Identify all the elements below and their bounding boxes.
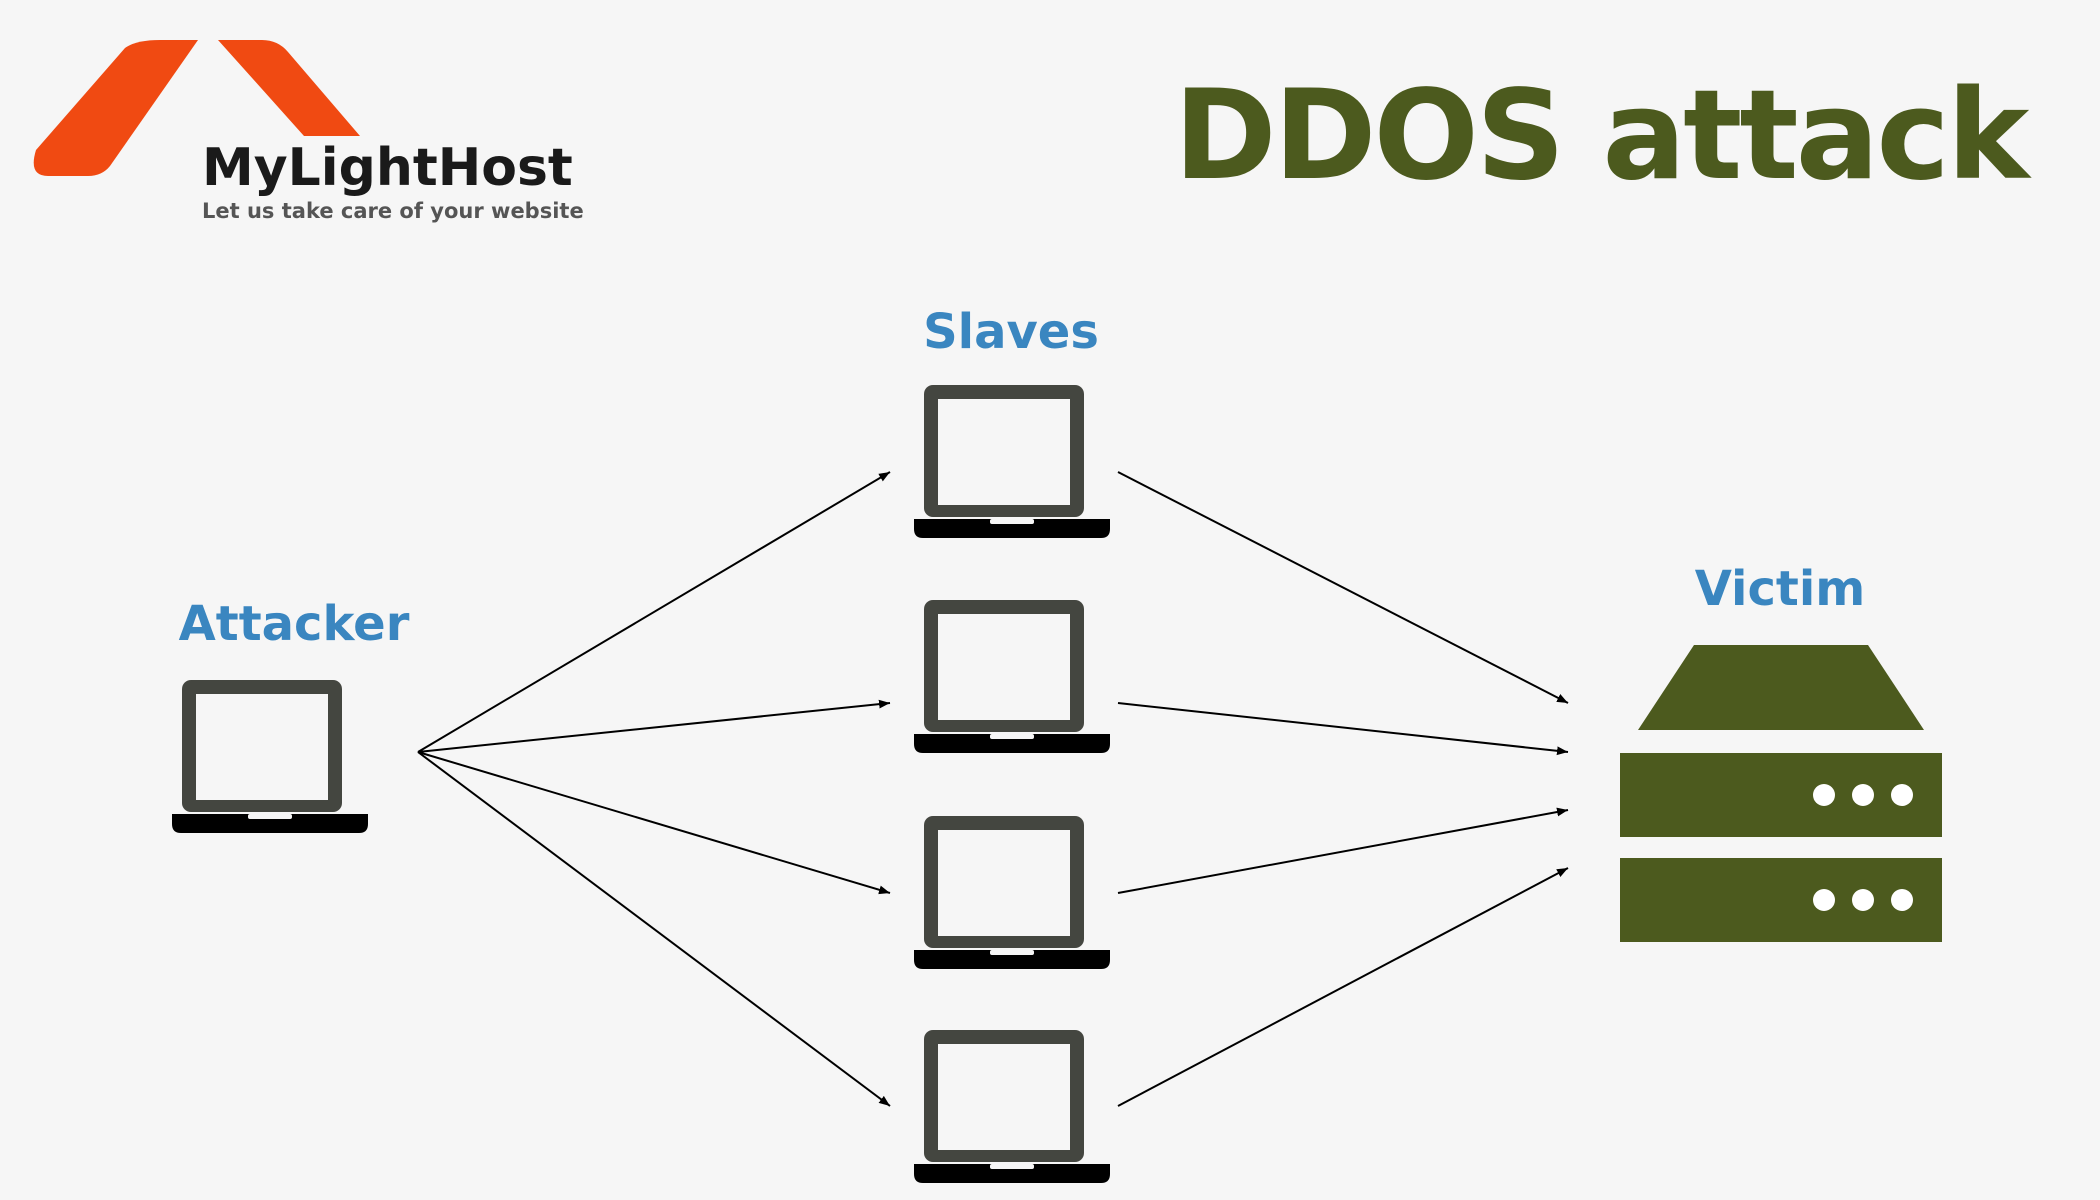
victim-node: Victim — [1620, 561, 1942, 942]
logo-tagline: Let us take care of your website — [202, 199, 584, 223]
attacker-node: Attacker — [172, 596, 410, 833]
edge-slave-4-victim — [1117, 867, 1569, 1107]
edge-slave-3-victim — [1117, 807, 1569, 894]
laptop-icon — [914, 816, 1110, 969]
logo-brand: MyLightHost — [202, 138, 573, 198]
edges — [417, 471, 1569, 1107]
slaves-label: Slaves — [923, 304, 1099, 360]
logo: MyLightHost Let us take care of your web… — [33, 40, 584, 223]
edge-attacker-slave-1 — [417, 471, 891, 753]
slaves-node: Slaves — [914, 304, 1110, 1183]
laptop-icon — [172, 680, 368, 833]
edge-attacker-slave-3 — [417, 751, 891, 895]
logo-mark-icon — [33, 40, 360, 176]
page-title: DDOS attack — [1174, 64, 2032, 208]
laptop-icon — [914, 600, 1110, 753]
edge-slave-2-victim — [1117, 702, 1569, 756]
attacker-label: Attacker — [179, 596, 410, 652]
edge-attacker-slave-2 — [417, 699, 891, 753]
edge-slave-1-victim — [1117, 471, 1569, 704]
laptop-icon — [914, 1030, 1110, 1183]
edge-attacker-slave-4 — [417, 751, 891, 1107]
laptop-icon — [914, 385, 1110, 538]
victim-label: Victim — [1695, 561, 1866, 617]
server-icon — [1620, 645, 1942, 942]
